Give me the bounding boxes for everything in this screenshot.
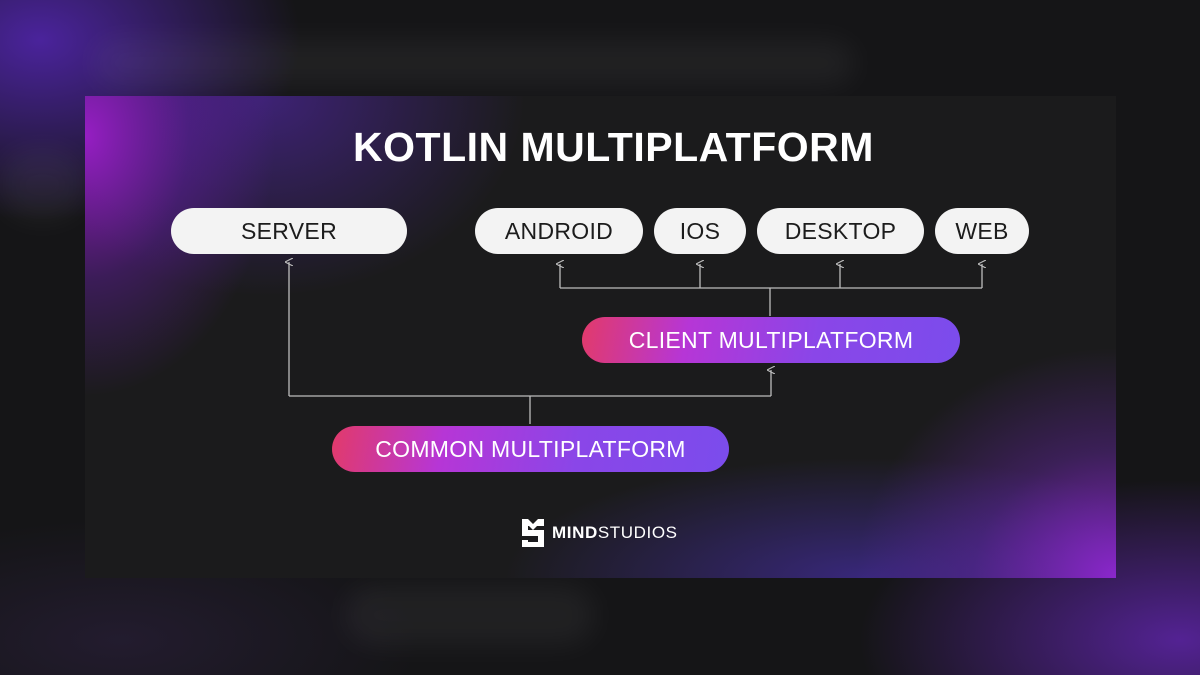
mind-studios-logo-icon [522, 519, 544, 547]
blurred-background-bar [95, 40, 855, 86]
web-node: WEB [935, 208, 1029, 254]
server-node: SERVER [171, 208, 407, 254]
connector-lines [85, 96, 1116, 424]
common-to-upper-connector [289, 395, 771, 424]
diagram-title: KOTLIN MULTIPLATFORM [353, 124, 874, 170]
ios-node: IOS [654, 208, 746, 254]
common-multiplatform-node: COMMON MULTIPLATFORM [332, 426, 729, 472]
brand-name: MINDSTUDIOS [552, 523, 678, 543]
diagram-card: KOTLIN MULTIPLATFORM SERVER ANDROID IOS … [85, 96, 1116, 578]
brand-name-regular: STUDIOS [597, 523, 678, 542]
client-multiplatform-node: CLIENT MULTIPLATFORM [582, 317, 960, 363]
blurred-background-bar [345, 585, 595, 645]
blurred-background-bar [0, 150, 85, 220]
mind-studios-logo: MINDSTUDIOS [520, 516, 678, 550]
client-to-platforms-connector [560, 287, 982, 316]
android-node: ANDROID [475, 208, 643, 254]
brand-name-bold: MIND [552, 523, 598, 542]
desktop-node: DESKTOP [757, 208, 924, 254]
